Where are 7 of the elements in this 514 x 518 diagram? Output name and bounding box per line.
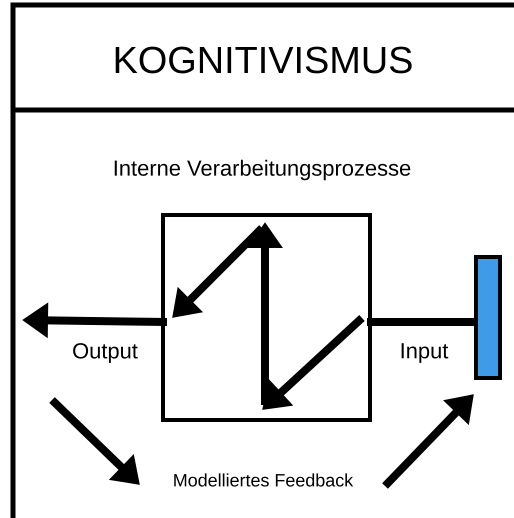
text-label: Output [73, 343, 138, 363]
title: KOGNITIVISMUS [116, 46, 412, 74]
process-box [161, 213, 372, 422]
text-label: Modelliertes Feedback [174, 473, 354, 487]
bar-symbol [474, 255, 502, 380]
text-label: Input [402, 343, 448, 363]
box-heading: Interne Verarbeitungsprozesse [114, 160, 410, 180]
